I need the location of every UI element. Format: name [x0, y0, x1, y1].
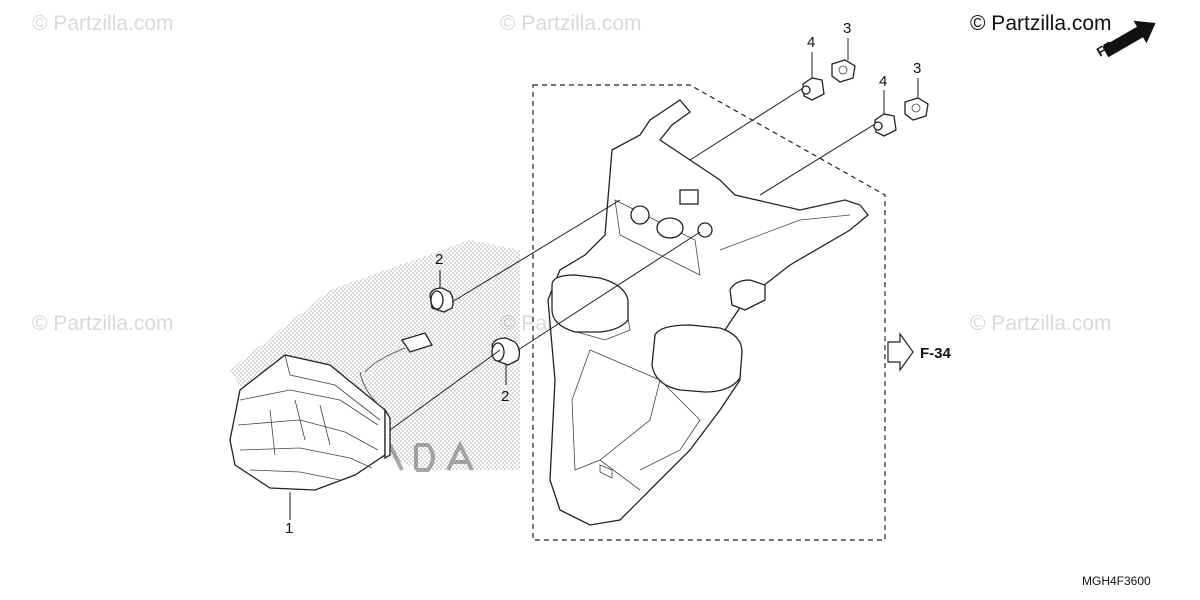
callout-1: 1 — [285, 520, 293, 537]
background-logo — [388, 440, 474, 472]
brand-label: © Partzilla.com — [970, 12, 1112, 35]
callout-2: 2 — [435, 251, 443, 268]
watermark: © Partzilla.com — [32, 12, 174, 35]
callout-3: 3 — [843, 20, 851, 37]
reference-arrow-icon — [887, 332, 914, 372]
grommet-lower — [491, 337, 521, 366]
watermark: © Partzilla.com — [970, 312, 1112, 335]
assembly-boundary — [532, 84, 886, 541]
diagram-code: MGH4F3600 — [1082, 574, 1151, 588]
front-direction-arrow-icon — [1102, 20, 1156, 58]
callout-3: 3 — [913, 60, 921, 77]
reference-label: F-34 — [920, 345, 952, 362]
callout-2: 2 — [501, 388, 509, 405]
leader-lines — [289, 38, 919, 520]
watermark: © Partzilla.com — [32, 312, 174, 335]
nut-upper — [831, 59, 856, 83]
collar-lower — [873, 113, 897, 137]
rear-fender-bracket — [547, 99, 869, 526]
grommet-upper — [429, 287, 454, 313]
collar-upper — [801, 77, 825, 101]
nut-lower — [904, 97, 929, 121]
callout-4: 4 — [807, 34, 815, 51]
watermark: © Partzilla.com — [500, 12, 642, 35]
callout-4: 4 — [879, 73, 887, 90]
tail-light-assembly — [229, 332, 433, 491]
